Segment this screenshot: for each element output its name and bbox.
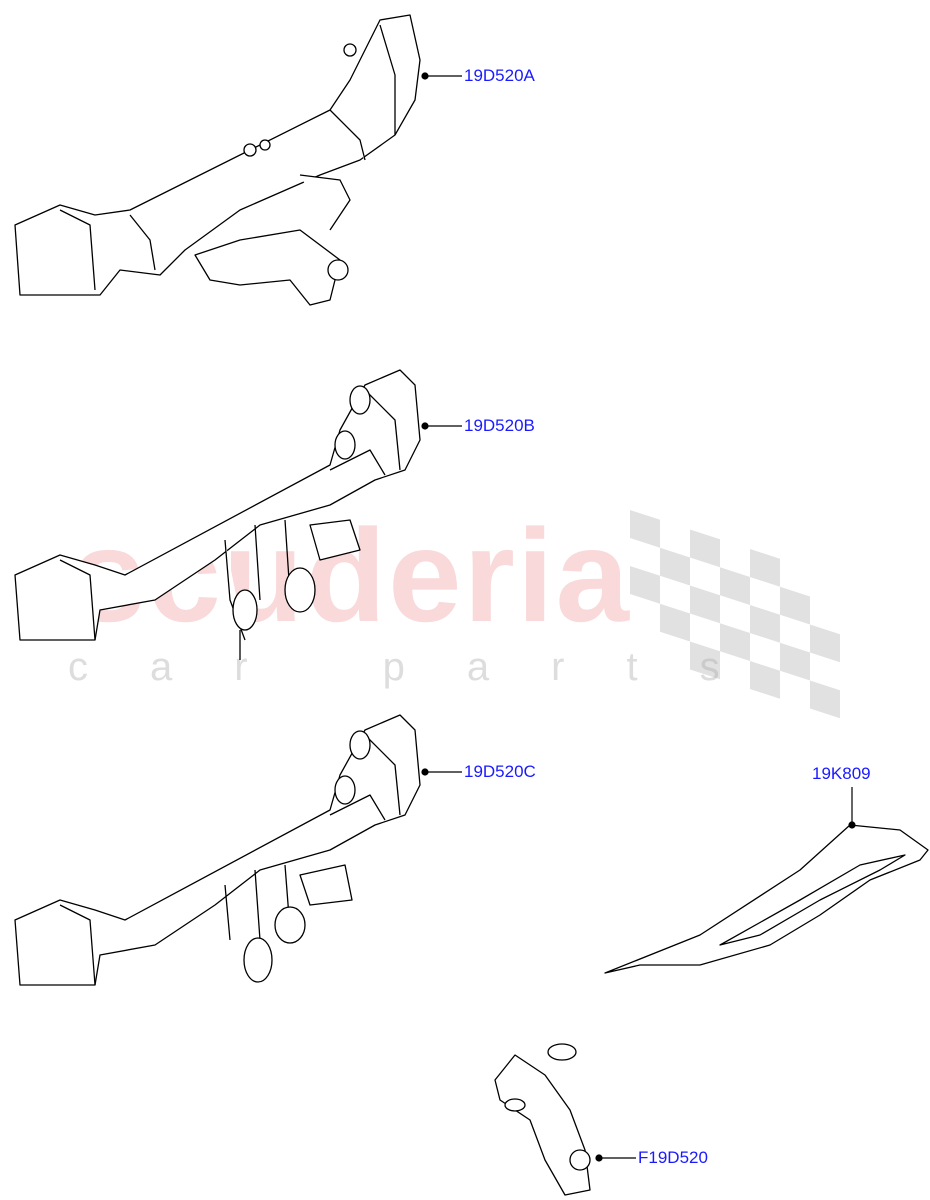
part-19K809 <box>604 824 929 974</box>
part-F19D520 <box>494 1043 591 1196</box>
callout-F19D520[interactable]: F19D520 <box>638 1148 708 1167</box>
callout-19D520B[interactable]: 19D520B <box>464 416 535 435</box>
leader-lines <box>421 72 856 1162</box>
callout-19D520C[interactable]: 19D520C <box>464 762 536 781</box>
part-19D520C <box>14 714 421 986</box>
callout-19D520A[interactable]: 19D520A <box>464 66 535 85</box>
part-19D520A <box>14 14 421 306</box>
callout-19K809[interactable]: 19K809 <box>812 764 871 783</box>
watermark-subtext: car parts <box>68 645 782 689</box>
watermark-checker-flag <box>630 510 840 719</box>
part-19D520B <box>14 369 421 660</box>
